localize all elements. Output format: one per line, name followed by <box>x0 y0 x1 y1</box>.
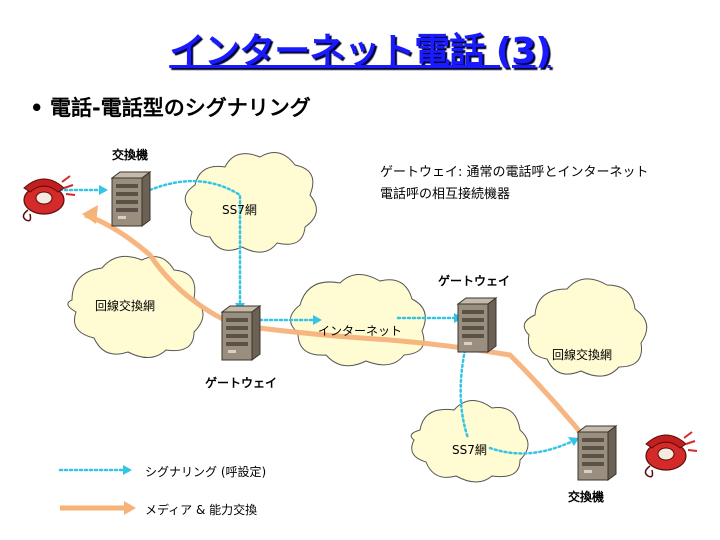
circuit-cloud-right <box>523 278 648 377</box>
media-path <box>84 212 612 472</box>
gateway-server-left-icon <box>221 305 261 361</box>
legend-media-label: メディア & 能力交換 <box>145 503 258 517</box>
label-internet: インターネット <box>318 324 403 338</box>
exchange-server-top-icon <box>111 171 151 227</box>
internet-cloud <box>290 274 426 367</box>
legend-media-arrowhead <box>124 501 136 515</box>
page-title: インターネット電話 (3) <box>169 31 552 72</box>
label-ss7-bottom: SS7網 <box>452 443 487 457</box>
gateway-note-line-1: ゲートウェイ: 通常の電話呼とインターネット <box>380 165 649 180</box>
bullet-text: 電話-電話型のシグナリング <box>50 96 311 120</box>
label-gateway-right: ゲートウェイ <box>438 274 511 288</box>
label-exchange-top: 交換機 <box>112 148 149 162</box>
legend-signaling-label: シグナリング (呼設定) <box>145 465 267 479</box>
exchange-server-bottom-icon <box>577 425 617 481</box>
red-telephone-right-icon <box>644 431 698 478</box>
label-circuit-left: 回線交換網 <box>95 299 156 313</box>
media-arrowhead <box>82 205 98 224</box>
ss7-cloud-bottom <box>410 400 529 483</box>
label-circuit-right: 回線交換網 <box>552 348 613 362</box>
legend-signaling-arrowhead <box>123 465 132 475</box>
bullet-dot: • <box>30 96 44 120</box>
gateway-server-right-icon <box>457 297 497 353</box>
ss7-cloud-top <box>184 152 317 253</box>
red-telephone-left-icon <box>22 175 76 222</box>
bullet-item: •電話-電話型のシグナリング <box>30 92 311 122</box>
label-ss7-top: SS7網 <box>222 203 257 217</box>
label-exchange-bottom: 交換機 <box>568 490 605 504</box>
gateway-note-line-2: 電話呼の相互接続機器 <box>380 187 511 202</box>
label-gateway-left: ゲートウェイ <box>205 376 278 390</box>
